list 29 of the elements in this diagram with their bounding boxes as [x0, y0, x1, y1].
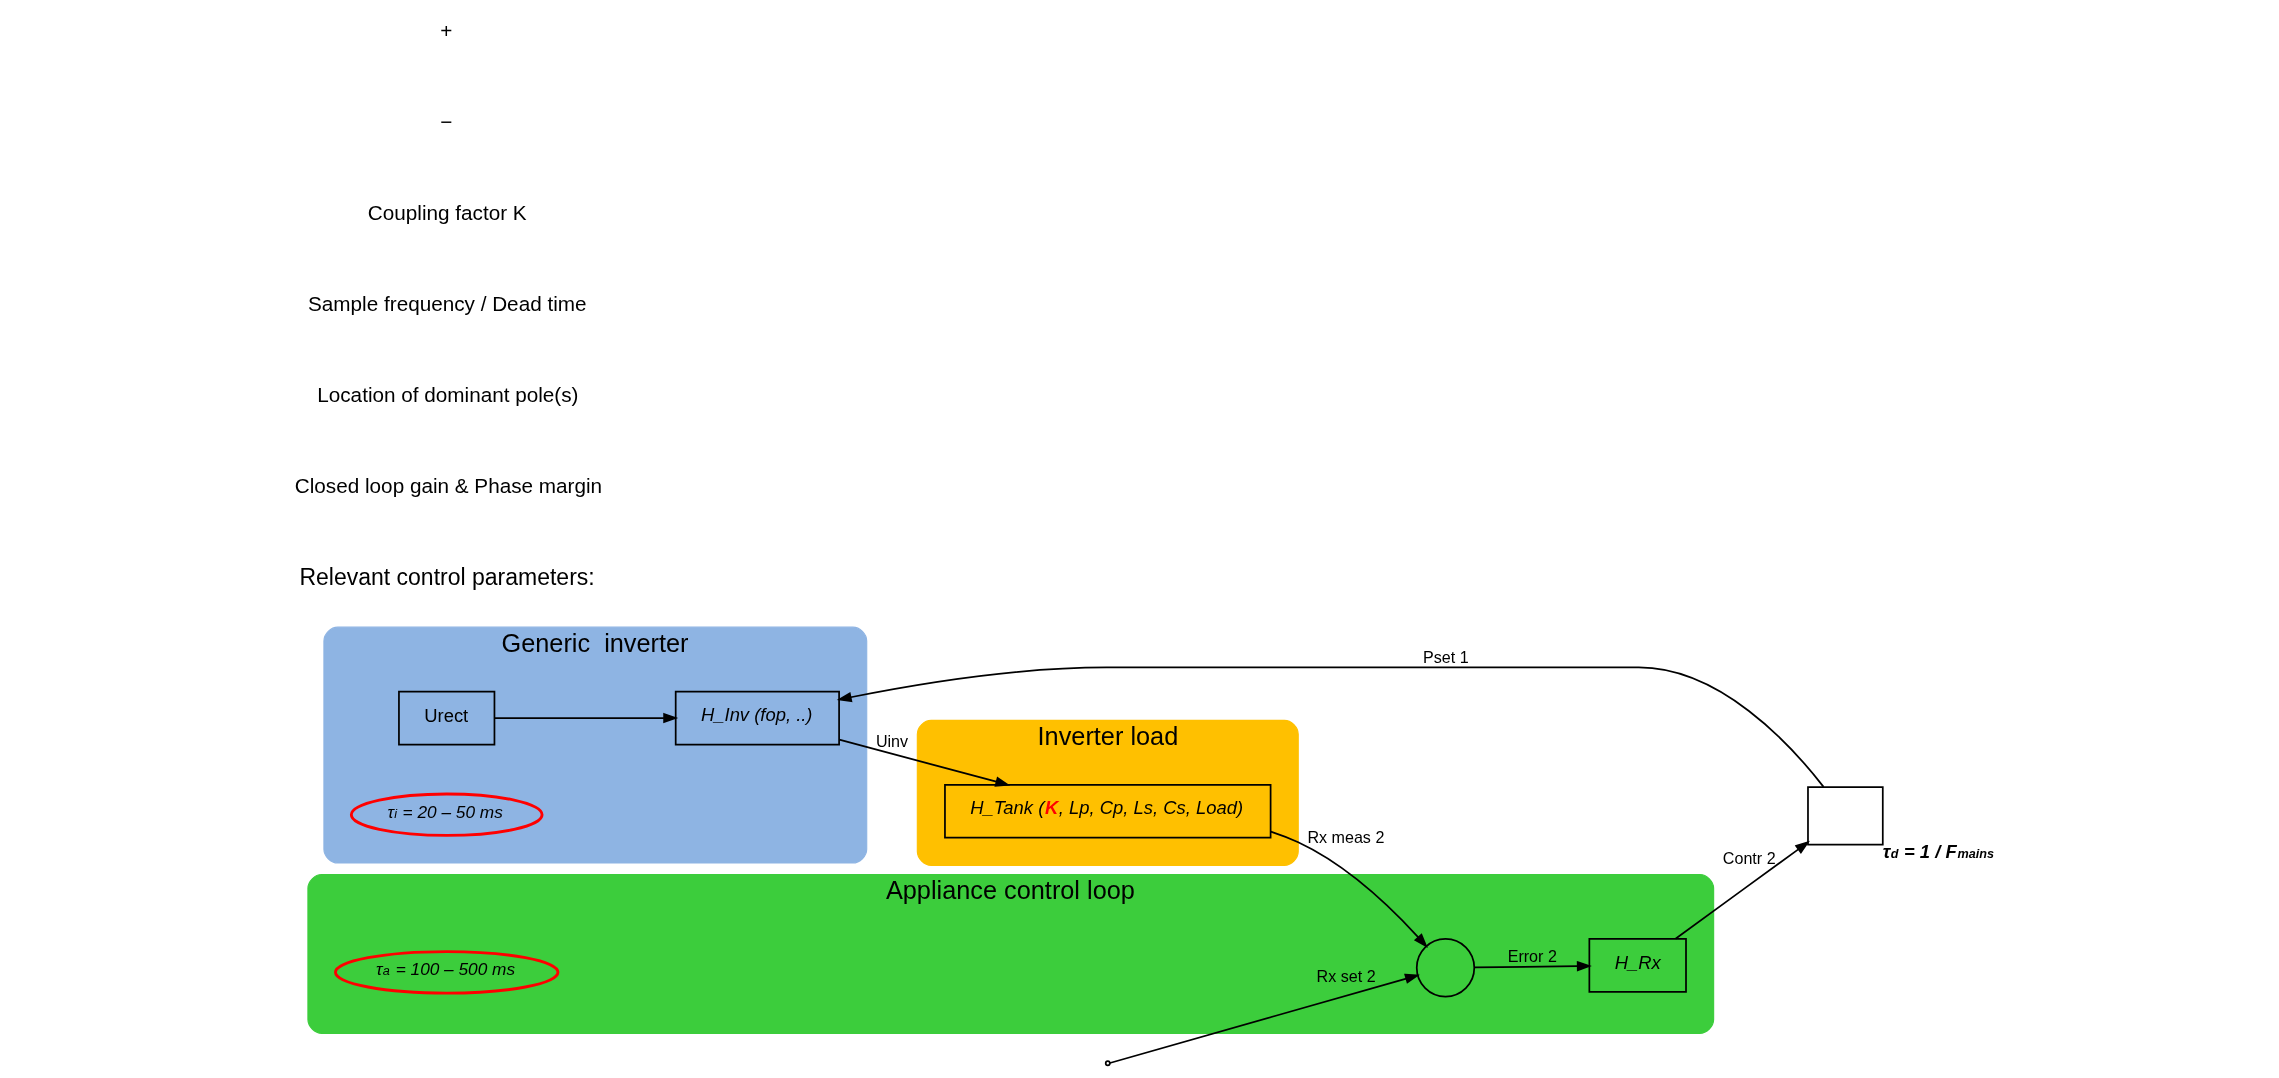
label: Coupling factor K: [367, 201, 527, 225]
node-box: [1806, 786, 1884, 846]
node-ellipse: τa = 100 – 500 ms: [333, 950, 559, 995]
node-box: H_Tank (K, Lp, Cp, Ls, Cs, Load): [943, 783, 1271, 839]
label: Relevant control parameters:: [298, 563, 595, 590]
label: +: [439, 19, 452, 43]
node-circle: [1415, 938, 1475, 998]
edge-label: Error 2: [1507, 947, 1557, 966]
label: Sample frequency / Dead time: [307, 292, 587, 316]
node-box: H_Inv (fop, ..): [674, 690, 840, 746]
node-ellipse: τi = 20 – 50 ms: [349, 792, 543, 837]
edge-label: Uinv: [875, 732, 908, 751]
arrow: [1674, 840, 1810, 940]
arrow: [1108, 973, 1420, 1064]
node-box: Urect: [397, 690, 495, 746]
arrow: [493, 712, 678, 724]
arrow: [836, 666, 1824, 788]
node-label: τd = 1 / Fmains: [1882, 841, 1994, 863]
edge-label: Contr 2: [1722, 849, 1776, 868]
arrow: [1473, 960, 1592, 972]
label: −: [439, 110, 452, 134]
arrow: [1269, 830, 1428, 948]
node-box: H_Rx: [1588, 938, 1687, 993]
label: Location of dominant pole(s): [316, 383, 578, 407]
edge-label: Rx meas 2: [1306, 827, 1384, 846]
arrow: [837, 738, 1010, 787]
edge-label: Rx set 2: [1316, 966, 1376, 985]
label: Closed loop gain & Phase margin: [294, 473, 602, 497]
edge-label: Pset 1: [1422, 648, 1469, 667]
